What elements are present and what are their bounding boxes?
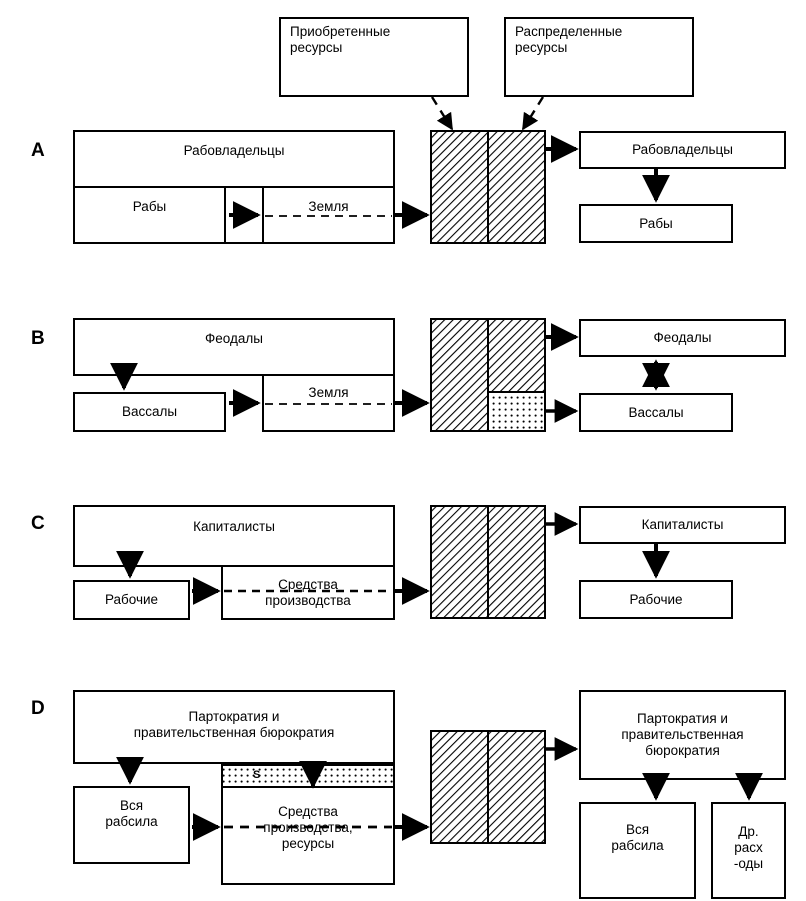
a-hatch-left	[430, 130, 489, 244]
c-hatch-right	[487, 505, 546, 619]
b-worker-box	[73, 392, 226, 432]
a-hatch-right	[487, 130, 546, 244]
c-worker-box	[73, 580, 190, 620]
d-dotted-strip	[221, 764, 395, 788]
d-right-owner-box	[579, 690, 786, 780]
b-right-owner-box	[579, 319, 786, 357]
d-right-worker-box	[579, 802, 696, 899]
leader-acquired	[430, 96, 454, 131]
a-right-worker-box	[579, 204, 733, 243]
c-right-worker-box	[579, 580, 733, 619]
d-right-extra-box	[711, 802, 786, 899]
c-right-owner-box	[579, 506, 786, 544]
b-hatch-right-dotted	[487, 391, 546, 432]
a-means-box	[262, 186, 395, 244]
section-letter-d: D	[31, 698, 45, 719]
d-worker-box	[73, 786, 190, 864]
d-dotted-strip-mark: S	[253, 769, 261, 781]
b-hatch-right-top	[487, 318, 546, 393]
a-worker-box	[73, 186, 226, 244]
a-owner-box	[73, 130, 395, 188]
c-means-box	[221, 565, 395, 620]
section-letter-b: B	[31, 328, 45, 349]
top-input-box-acquired	[279, 17, 469, 97]
d-means-box	[221, 786, 395, 885]
section-letter-c: C	[31, 513, 45, 534]
leader-distributed	[521, 96, 545, 131]
b-hatch-left	[430, 318, 489, 432]
c-owner-box	[73, 505, 395, 567]
c-hatch-left	[430, 505, 489, 619]
d-owner-box	[73, 690, 395, 764]
b-right-worker-box	[579, 393, 733, 432]
d-hatch-left	[430, 730, 489, 844]
b-owner-box	[73, 318, 395, 376]
a-right-owner-box	[579, 131, 786, 169]
b-means-box	[262, 374, 395, 432]
section-letter-a: A	[31, 140, 45, 161]
d-hatch-right	[487, 730, 546, 844]
top-input-box-distributed	[504, 17, 694, 97]
